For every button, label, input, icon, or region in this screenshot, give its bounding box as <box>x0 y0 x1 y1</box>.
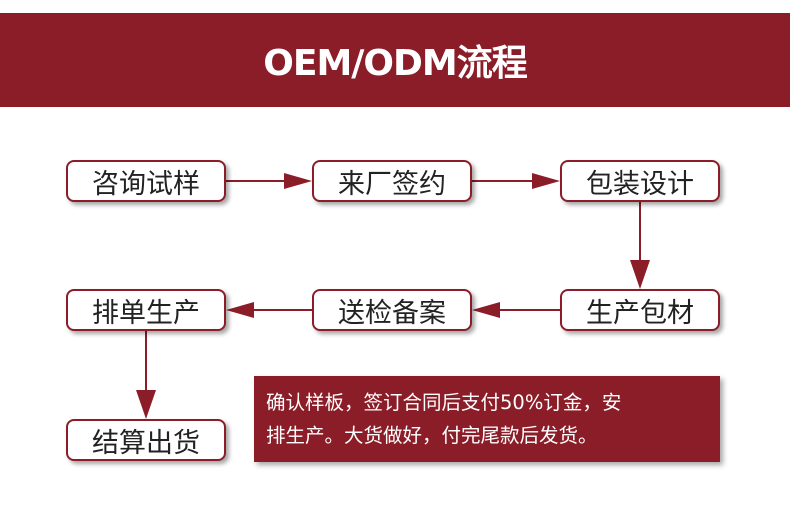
page-title: OEM/ODM流程 <box>263 43 527 84</box>
step-sign-contract: 来厂签约 <box>312 160 472 202</box>
step-inspection-filing: 送检备案 <box>312 289 472 331</box>
arrow-left-icon <box>226 302 254 318</box>
step-consult-sample: 咨询试样 <box>66 160 226 202</box>
arrow-down-icon <box>136 390 156 419</box>
header-banner: OEM/ODM流程 <box>0 13 790 107</box>
step-settle-ship: 结算出货 <box>66 419 226 461</box>
arrow-right-icon <box>532 173 560 189</box>
step-schedule-production: 排单生产 <box>66 289 226 331</box>
step-produce-packaging: 生产包材 <box>560 289 720 331</box>
arrow-left-icon <box>472 302 500 318</box>
payment-note-line-1: 确认样板，签订合同后支付50%订金，安 <box>266 391 622 414</box>
payment-note-line-2: 排生产。大货做好，付完尾款后发货。 <box>266 424 598 447</box>
arrow-right-icon <box>284 173 312 189</box>
arrow-down-icon <box>630 260 650 289</box>
step-packaging-design: 包装设计 <box>560 160 720 202</box>
payment-note: 确认样板，签订合同后支付50%订金，安 排生产。大货做好，付完尾款后发货。 <box>254 376 720 462</box>
